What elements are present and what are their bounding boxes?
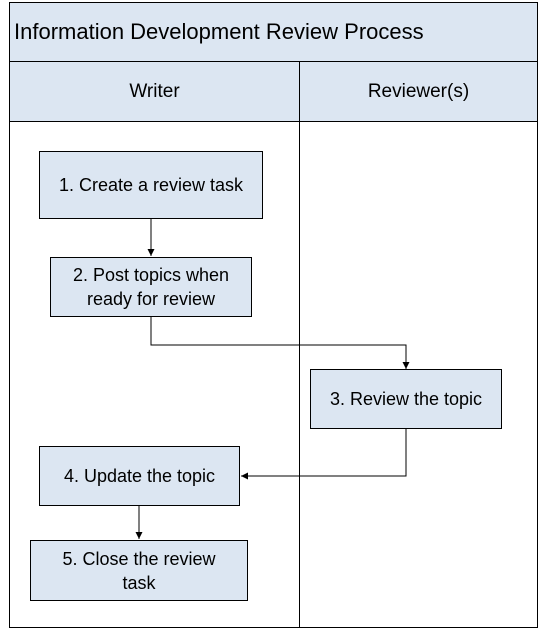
connector-3-to-4 bbox=[241, 429, 407, 480]
step-2-box: 2. Post topics when ready for review bbox=[50, 257, 252, 317]
step-5-box: 5. Close the review task bbox=[30, 540, 248, 601]
step-1-box: 1. Create a review task bbox=[39, 151, 263, 219]
step-3-box: 3. Review the topic bbox=[310, 369, 502, 429]
lane-header-writer: Writer bbox=[9, 61, 300, 122]
connector-2-to-3 bbox=[150, 317, 410, 369]
lane-header-reviewers: Reviewer(s) bbox=[299, 61, 538, 122]
step-4-box: 4. Update the topic bbox=[39, 446, 240, 506]
